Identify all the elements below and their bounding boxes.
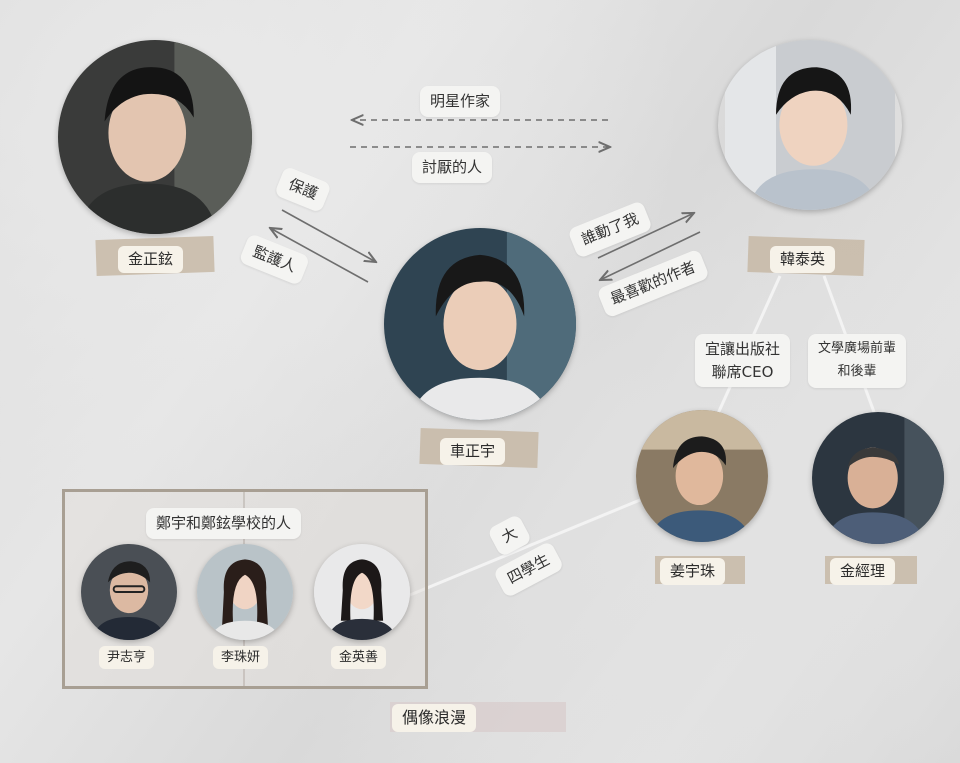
portrait-kim-young-sun <box>314 544 410 640</box>
portrait-kang-woo-ju <box>636 410 768 542</box>
name-kim-manager: 金經理 <box>830 558 896 585</box>
portrait-kim-jung-hyun <box>58 40 252 234</box>
name-cha-jung-woo: 車正宇 <box>440 438 506 465</box>
relation-hated-person: 討厭的人 <box>412 152 493 183</box>
portrait-cha-jung-woo <box>384 228 576 420</box>
name-kim-jung-hyun: 金正鉉 <box>118 246 184 273</box>
arrow-favorite-author <box>600 231 701 280</box>
name-yoon-ji-hyung: 尹志亨 <box>99 646 155 669</box>
footer-title: 偶像浪漫 <box>392 704 477 732</box>
relation-star-writer: 明星作家 <box>420 86 501 117</box>
relation-publisher-line2: 聯席CEO <box>711 362 774 381</box>
name-lee-ju-yeon: 李珠妍 <box>213 646 269 669</box>
relation-publisher: 宜讓出版社 聯席CEO <box>695 334 791 387</box>
portrait-han-tae-young <box>718 40 902 210</box>
link-kang-school <box>409 498 641 597</box>
relation-senior-line1: 文學廣場前輩 <box>818 341 897 356</box>
portrait-yoon-ji-hyung <box>81 544 177 640</box>
name-kim-young-sun: 金英善 <box>331 646 387 669</box>
name-han-tae-young: 韓泰英 <box>770 246 836 273</box>
arrow-moved-me <box>597 213 694 259</box>
relation-senior-line2: 和後輩 <box>837 363 877 379</box>
relation-publisher-line1: 宜讓出版社 <box>705 340 781 358</box>
relation-senior-junior: 文學廣場前輩 和後輩 <box>808 334 907 388</box>
arrow-protect <box>281 209 376 262</box>
portrait-lee-ju-yeon <box>197 544 293 640</box>
school-group-title: 鄭宇和鄭鉉學校的人 <box>146 508 302 539</box>
name-kang-woo-ju: 姜宇珠 <box>660 558 726 585</box>
portrait-kim-manager <box>812 412 944 544</box>
arrow-guardian <box>270 228 369 283</box>
